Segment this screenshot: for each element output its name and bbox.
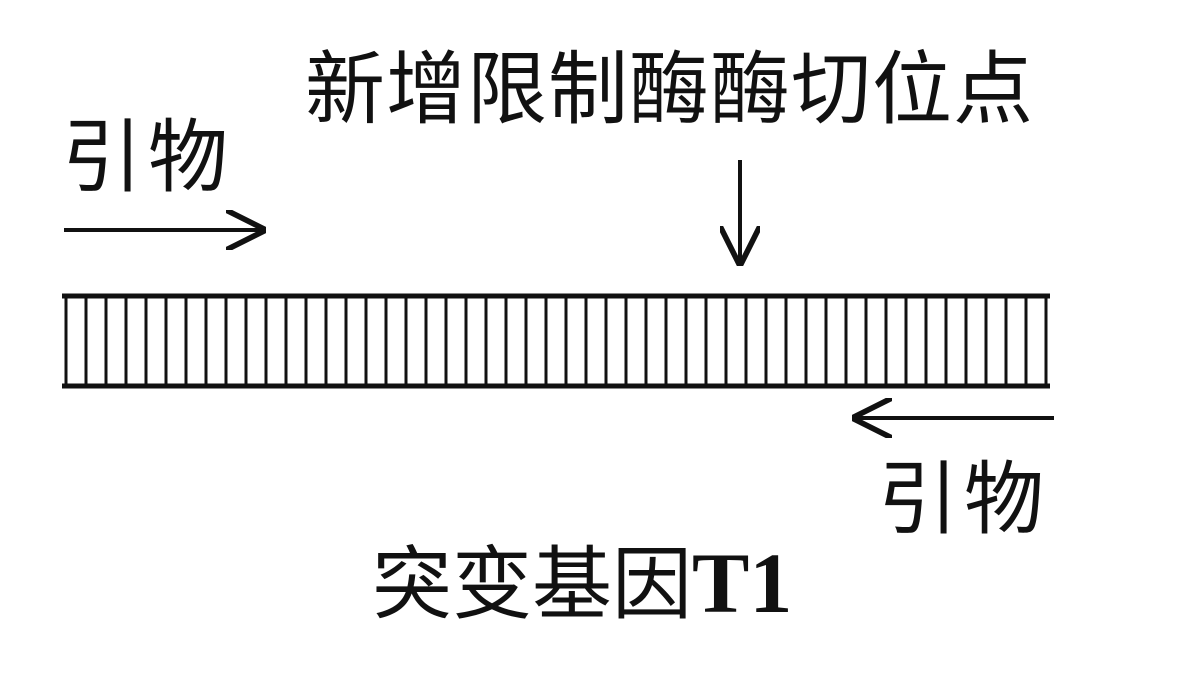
base-pairs [64,296,1048,386]
gene-label: 突变基因T1 [372,540,792,626]
gene-name: 突变基因 [372,538,692,631]
primer-label-left: 引物 [62,111,234,204]
cleavage-site-label: 新增限制酶酶切位点 [305,43,1034,136]
dna-double-strand [62,293,1050,389]
primer-label-right: 引物 [878,453,1050,546]
gene-id: T1 [692,535,793,631]
